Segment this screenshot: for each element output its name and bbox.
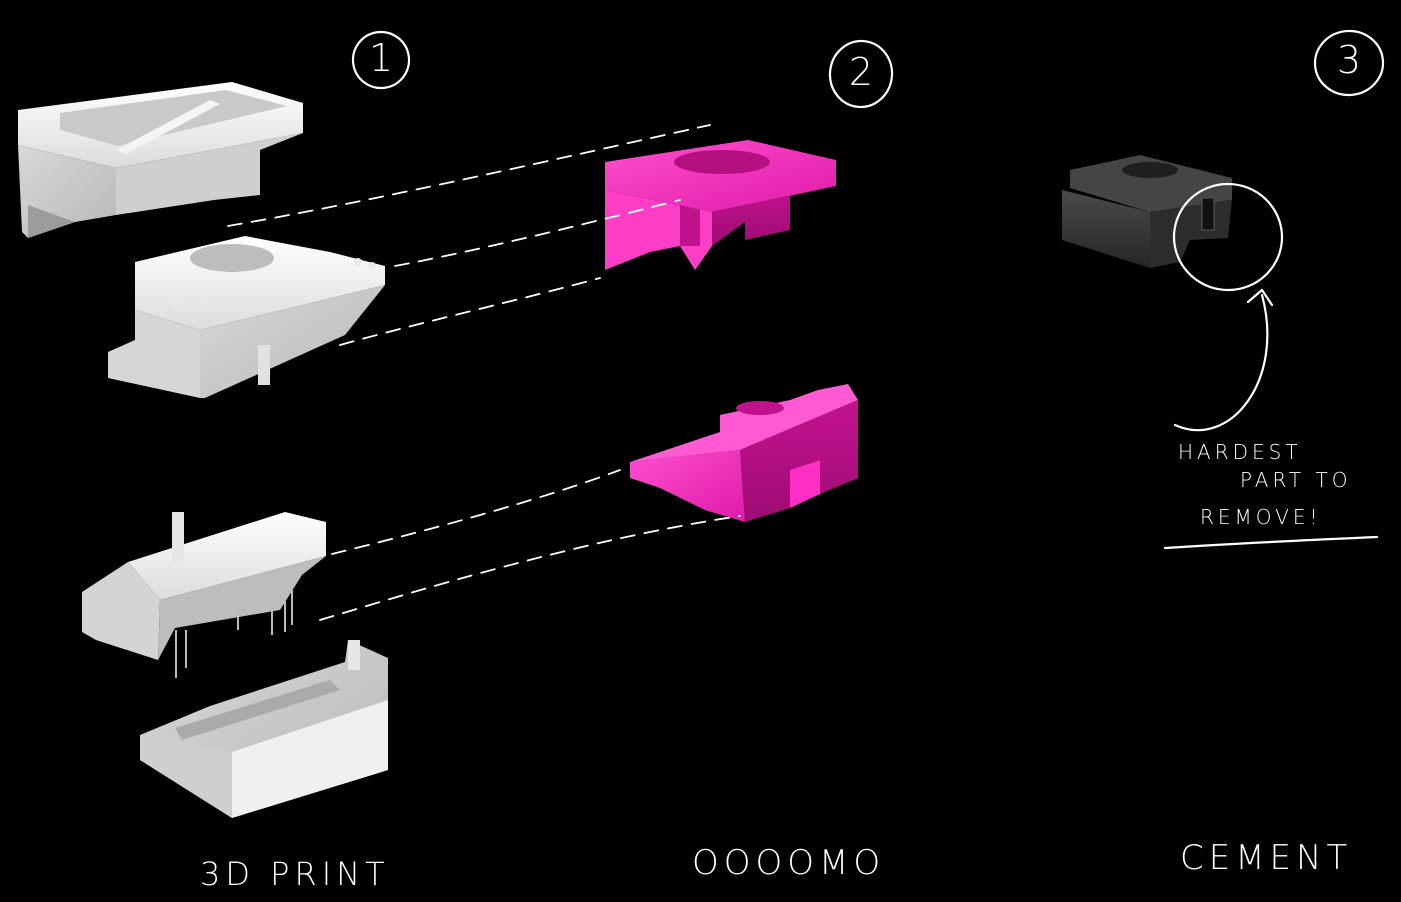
highlight-circle (1172, 182, 1284, 292)
step-3-circle (1313, 29, 1385, 97)
step-3-number: 3 (1336, 38, 1362, 82)
step-1-label: 3D PRINT (200, 855, 390, 893)
annotation-line-1: HARDEST (1178, 440, 1302, 464)
annotation-line-3: REMOVE! (1200, 505, 1322, 529)
print-part-cover-pins (82, 512, 326, 678)
arrow-icon (1173, 288, 1274, 432)
cement-part (1062, 155, 1232, 268)
mold-part-bottom (630, 384, 858, 522)
step-2-circle (828, 39, 894, 109)
mold-part-top (605, 140, 836, 270)
step-1-number: 1 (368, 36, 394, 80)
step-3-label: CEMENT (1180, 838, 1353, 878)
print-part-box-top (18, 82, 303, 238)
print-part-tray (140, 640, 388, 818)
annotation-line-2: PART TO (1240, 468, 1352, 492)
step-2-label: OOOOMO (692, 843, 886, 883)
print-part-base-hole (108, 236, 385, 398)
annotation-underline (1163, 535, 1379, 550)
step-2-number: 2 (848, 50, 874, 94)
connector-lines (227, 124, 741, 621)
step-1-circle (351, 30, 411, 90)
